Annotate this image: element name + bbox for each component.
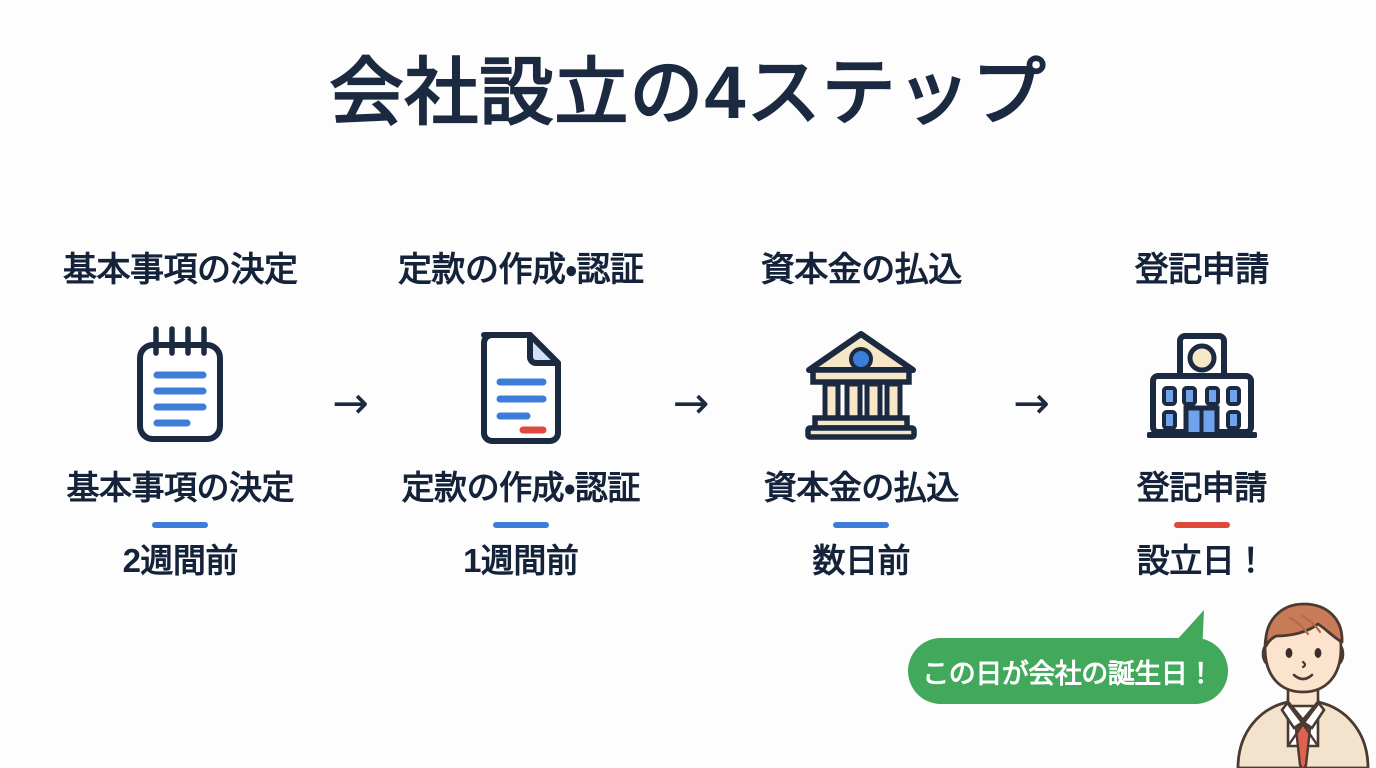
arrow-2-icon: → — [672, 378, 710, 429]
step-2: 定款の作成・認証 定款の作成・認証 — [387, 250, 656, 580]
step-1-timing: 2週間前 — [122, 541, 239, 579]
step-1-label: 基本事項の決定 — [66, 469, 295, 506]
step-3-label: 資本金の払込 — [763, 469, 960, 506]
arrow-1-icon: → — [332, 378, 369, 429]
arrow-3-icon: → — [1013, 378, 1050, 429]
steps-row: 基本事項の決定 — [46, 250, 1336, 580]
step-4-icon-container — [1145, 322, 1258, 450]
step-1-divider — [152, 521, 209, 528]
page-title: 会社設立の4ステップ — [329, 51, 1047, 134]
step-4-label: 登記申請 — [1136, 469, 1268, 506]
step-2-label: 定款の作成・認証 — [401, 469, 641, 506]
step-4-heading: 登記申請 — [1134, 251, 1270, 289]
bank-icon — [803, 328, 919, 445]
step-3-divider — [833, 521, 890, 528]
step-1: 基本事項の決定 — [46, 250, 315, 580]
step-1-heading: 基本事項の決定 — [63, 251, 298, 289]
step-2-heading: 定款の作成・認証 — [397, 251, 644, 289]
step-4-divider — [1173, 521, 1230, 528]
notepad-icon — [128, 323, 232, 450]
step-3-heading: 資本金の払込 — [760, 251, 963, 289]
speech-bubble: この日が会社の誕生日！ — [908, 638, 1228, 704]
step-1-icon-container — [128, 322, 232, 450]
step-2-timing: 1週間前 — [463, 541, 579, 579]
step-2-icon-container — [473, 322, 569, 450]
speech-bubble-text: この日が会社の誕生日！ — [922, 658, 1214, 689]
step-4-timing: 設立日！ — [1136, 541, 1268, 579]
step-3-timing: 数日前 — [812, 541, 911, 579]
document-icon — [473, 324, 569, 449]
registry-office-icon — [1145, 328, 1258, 445]
step-4: 登記申請 — [1068, 250, 1337, 580]
step-2-divider — [492, 521, 549, 528]
step-3: 資本金の払込 資本金の払込 — [727, 250, 996, 580]
step-3-icon-container — [803, 322, 919, 450]
businessman-illustration — [1230, 596, 1376, 768]
